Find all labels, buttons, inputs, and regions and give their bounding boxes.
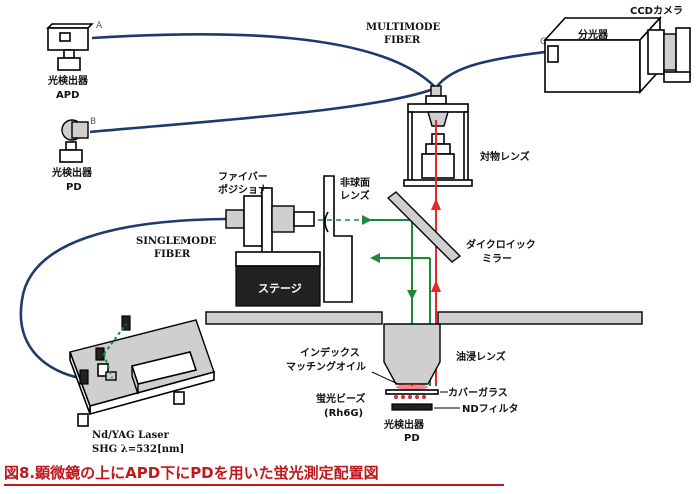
pd-bottom-label-line2: PD <box>404 433 420 444</box>
nd-filter <box>391 403 433 411</box>
fluorescence-arrow-1 <box>431 198 441 210</box>
port-a-label: A <box>96 21 103 31</box>
apd-detector <box>46 23 94 71</box>
excitation-arrow-2 <box>407 290 417 300</box>
aspheric-lens-label-line2: レンズ <box>340 189 370 202</box>
nd-yag-laser-head <box>130 351 198 395</box>
beads-label-line1: 蛍光ビーズ <box>316 392 366 405</box>
ccd-camera-label: CCDカメラ <box>630 5 683 17</box>
pd-top-label-line2: PD <box>66 182 82 193</box>
stage-label: ステージ <box>258 282 302 295</box>
table-plate-right <box>437 311 643 325</box>
cover-glass-label: カバーガラス <box>448 386 508 399</box>
objective-lens-mount <box>403 85 473 187</box>
ccd-camera <box>647 27 691 83</box>
fluorescent-beads <box>394 395 426 399</box>
dichroic-mirror <box>386 191 462 263</box>
singlemode-label-line1: SINGLEMODE <box>136 236 217 247</box>
pd-bottom-label-line1: 光検出器 <box>383 418 425 431</box>
dichroic-label-line2: ミラー <box>482 253 512 265</box>
multimode-fiber-a <box>91 32 437 89</box>
pd-top-label-line1: 光検出器 <box>51 166 93 179</box>
pd-detector-top <box>59 119 89 163</box>
multimode-label-line2: FIBER <box>384 35 421 46</box>
port-c-label: C <box>540 37 546 47</box>
laser-beam-path-2 <box>103 353 113 379</box>
apd-label-line2: APD <box>56 90 79 101</box>
index-oil-label-line1: インデックス <box>300 346 360 359</box>
multimode-label-line1: MULTIMODE <box>366 22 441 33</box>
laser-label-line1: Nd/YAG Laser <box>92 430 170 441</box>
aspheric-lens <box>323 175 353 303</box>
apd-label-line1: 光検出器 <box>47 74 89 87</box>
singlemode-label-line2: FIBER <box>154 249 191 260</box>
spectrometer <box>543 15 662 95</box>
objective-lens-label: 対物レンズ <box>479 150 530 163</box>
index-oil-leader <box>371 371 399 385</box>
fiber-positioner-label-line1: ファイバー <box>218 171 268 183</box>
index-oil-drop <box>396 384 428 390</box>
singlemode-fiber <box>19 217 227 380</box>
fiber-positioner-label-line2: ポジショナ <box>218 183 268 196</box>
multimode-fiber-c <box>434 50 546 89</box>
oil-immersion-lens <box>383 323 441 385</box>
index-oil-label-line2: マッチングオイル <box>286 360 366 373</box>
table-plate-left <box>205 311 383 325</box>
cover-glass <box>385 389 439 395</box>
laser-beam-path <box>103 323 127 355</box>
port-b-label: B <box>90 117 96 127</box>
fluorescence-arrow-2 <box>431 280 441 292</box>
aspheric-lens-label-line1: 非球面 <box>340 176 370 189</box>
dichroic-label-line1: ダイクロイック <box>466 238 536 251</box>
beads-label-line2: (Rh6G) <box>324 408 363 419</box>
fiber-positioner <box>225 187 315 255</box>
laser-label-line2: SHG λ=532[nm] <box>92 444 184 455</box>
spectrometer-label: 分光器 <box>578 28 609 41</box>
multimode-fiber-b <box>89 86 437 134</box>
excitation-arrow-3 <box>370 253 380 263</box>
excitation-arrow-1 <box>362 215 372 225</box>
oil-lens-label: 油浸レンズ <box>456 350 506 363</box>
nd-filter-label: NDフィルタ <box>462 403 518 415</box>
stage <box>235 251 321 307</box>
figure-caption: 図8.顕微鏡の上にAPD下にPDを用いた蛍光測定配置図 <box>4 462 504 486</box>
